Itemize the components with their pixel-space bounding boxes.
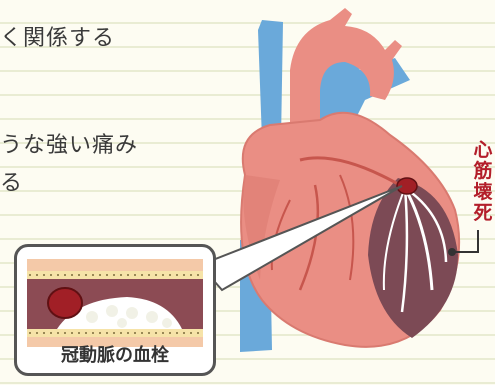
label-char: 壊 — [471, 182, 495, 203]
label-char: 死 — [471, 203, 495, 224]
label-char: 筋 — [471, 161, 495, 182]
label-char: 心 — [471, 140, 495, 161]
superior-vena-cava — [258, 20, 283, 140]
inset-caption: 冠動脈の血栓 — [17, 341, 213, 367]
blood-clot-icon — [48, 288, 82, 318]
coronary-thrombus-inset: 冠動脈の血栓 — [14, 244, 216, 376]
myocardial-necrosis-label: 心 筋 壊 死 — [471, 140, 495, 224]
